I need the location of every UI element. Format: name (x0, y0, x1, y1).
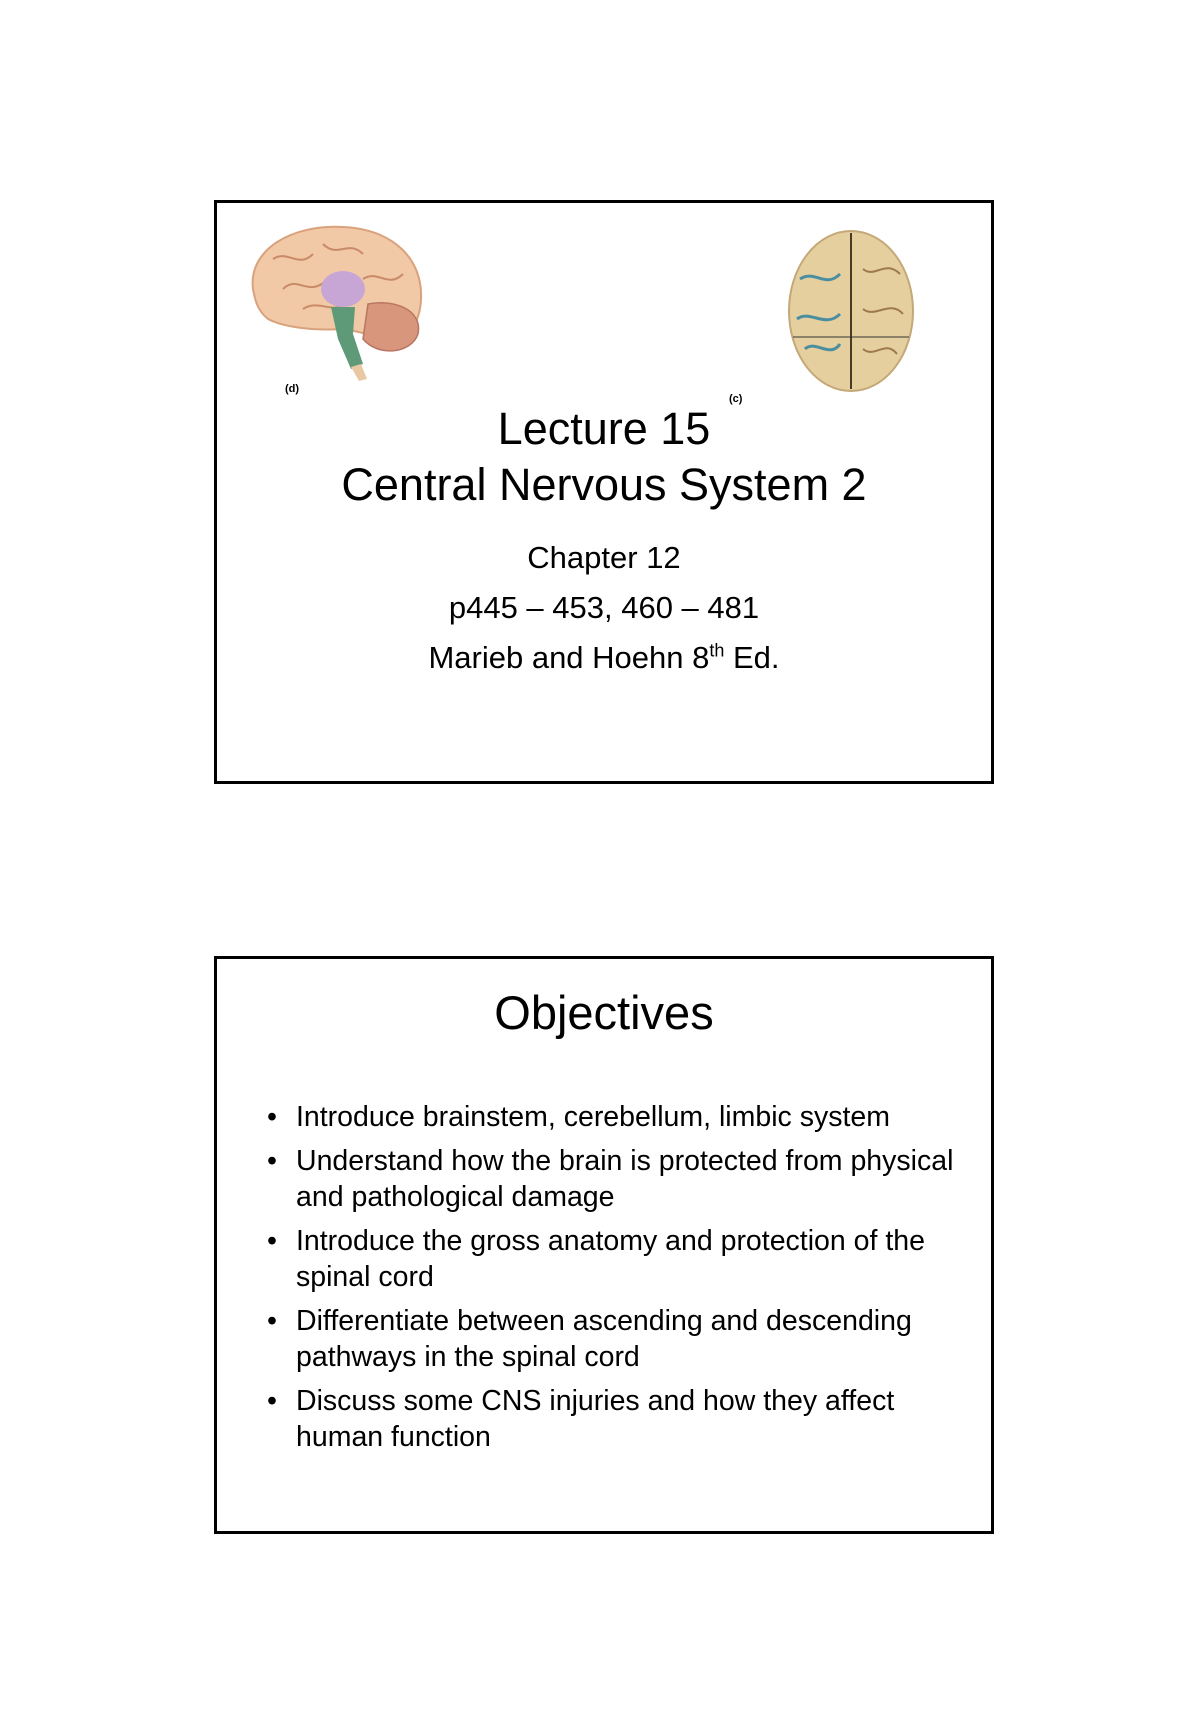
objective-item: Discuss some CNS injuries and how they a… (267, 1383, 957, 1456)
slide-objectives: Objectives Introduce brainstem, cerebell… (214, 956, 994, 1534)
objectives-list: Introduce brainstem, cerebellum, limbic … (267, 1099, 957, 1463)
slide-lecture-title: (d) (c) Lecture 15 Central Nervous Syste… (214, 200, 994, 784)
textbook-edition-suffix: Ed. (724, 640, 780, 675)
textbook-text: Marieb and Hoehn 8th Ed. (217, 640, 991, 676)
brain-superior-view-image (788, 230, 914, 392)
textbook-edition-sup: th (709, 640, 725, 661)
pages-text: p445 – 453, 460 – 481 (448, 590, 760, 625)
lecture-topic-title: Central Nervous System 2 (341, 459, 867, 510)
figure-label-c: (c) (729, 393, 743, 405)
objective-item: Understand how the brain is protected fr… (267, 1143, 957, 1216)
objective-item: Introduce the gross anatomy and protecti… (267, 1223, 957, 1296)
lecture-number-title: Lecture 15 (497, 403, 711, 454)
textbook-name: Marieb and Hoehn 8 (428, 640, 710, 675)
objectives-title: Objectives (494, 986, 714, 1039)
objective-item: Introduce brainstem, cerebellum, limbic … (267, 1099, 957, 1136)
brain-lateral-view-image (251, 225, 423, 381)
objective-item: Differentiate between ascending and desc… (267, 1303, 957, 1376)
figure-label-d: (d) (285, 383, 300, 395)
chapter-text: Chapter 12 (527, 540, 681, 575)
